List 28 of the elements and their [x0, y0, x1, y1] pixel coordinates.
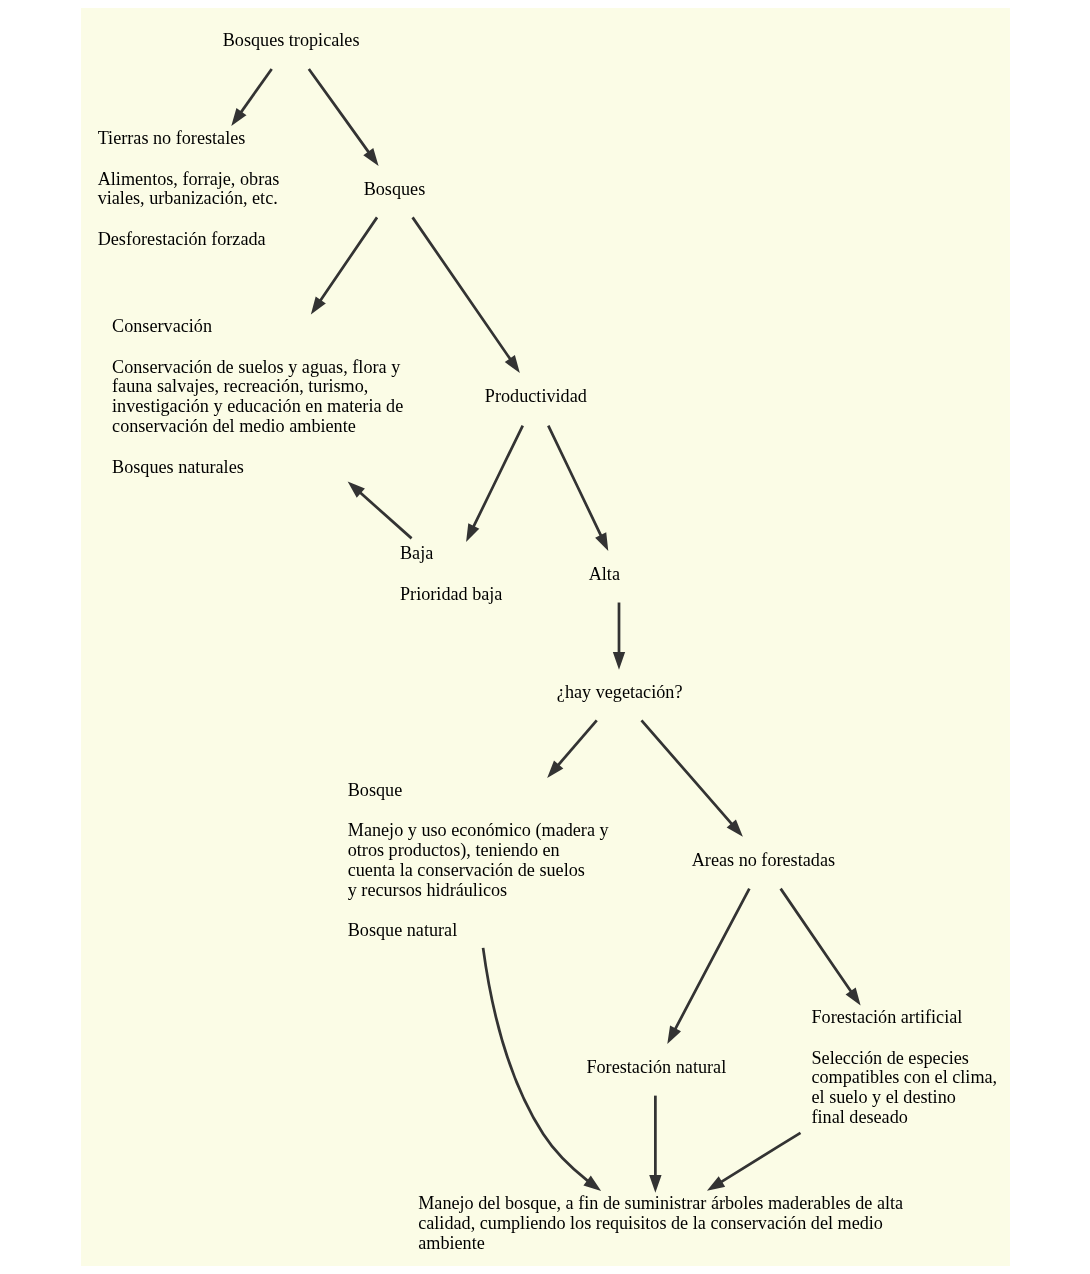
arrow	[410, 216, 520, 374]
node-text: Manejo del bosque, a fin de suministrar árboles maderables de alta calidad, cumpliendo los requisitos de la conservación del medio ambiente	[417, 1193, 903, 1253]
arrow	[307, 68, 379, 166]
node-text: Forestación natural	[585, 1056, 726, 1077]
arrow	[779, 887, 861, 1006]
arrow	[347, 481, 412, 540]
node-text: Productividad	[484, 386, 587, 407]
arrow	[465, 424, 524, 542]
arrow	[546, 719, 598, 778]
arrow	[612, 602, 625, 670]
node-text: Alta	[588, 563, 620, 584]
node-text: Bosques tropicales	[222, 30, 359, 51]
arrow	[706, 1131, 801, 1191]
node-text: Tierras no forestales Alimentos, forraje, obras viales, urbanización, etc. Desforestación forzada	[97, 127, 279, 250]
node-text: ¿hay vegetación?	[556, 681, 682, 702]
arrow	[546, 424, 608, 551]
arrow	[310, 216, 378, 315]
node-text: Forestación artificial Selección de especies compatibles con el clima, el suelo y el destino final deseado	[810, 1006, 997, 1127]
node-text: Bosque Manejo y uso económico (madera y otros productos), teniendo en cuenta la conservación de suelos y recursos hidráulicos Bosque natural	[347, 779, 609, 941]
arrow	[666, 888, 751, 1045]
node-text: Areas no forestadas	[691, 849, 835, 870]
node-text: Conservación Conservación de suelos y aguas, flora y fauna salvajes, recreación, turismo, investigación y educación en materia de conservación del medio ambiente Bosques naturales	[111, 315, 403, 477]
node-text: Bosques	[363, 178, 425, 199]
node-text: Baja Prioridad baja	[399, 543, 502, 605]
arrow	[648, 1095, 662, 1193]
arrow	[639, 719, 743, 837]
arrow	[230, 68, 273, 127]
arrow	[481, 947, 601, 1192]
